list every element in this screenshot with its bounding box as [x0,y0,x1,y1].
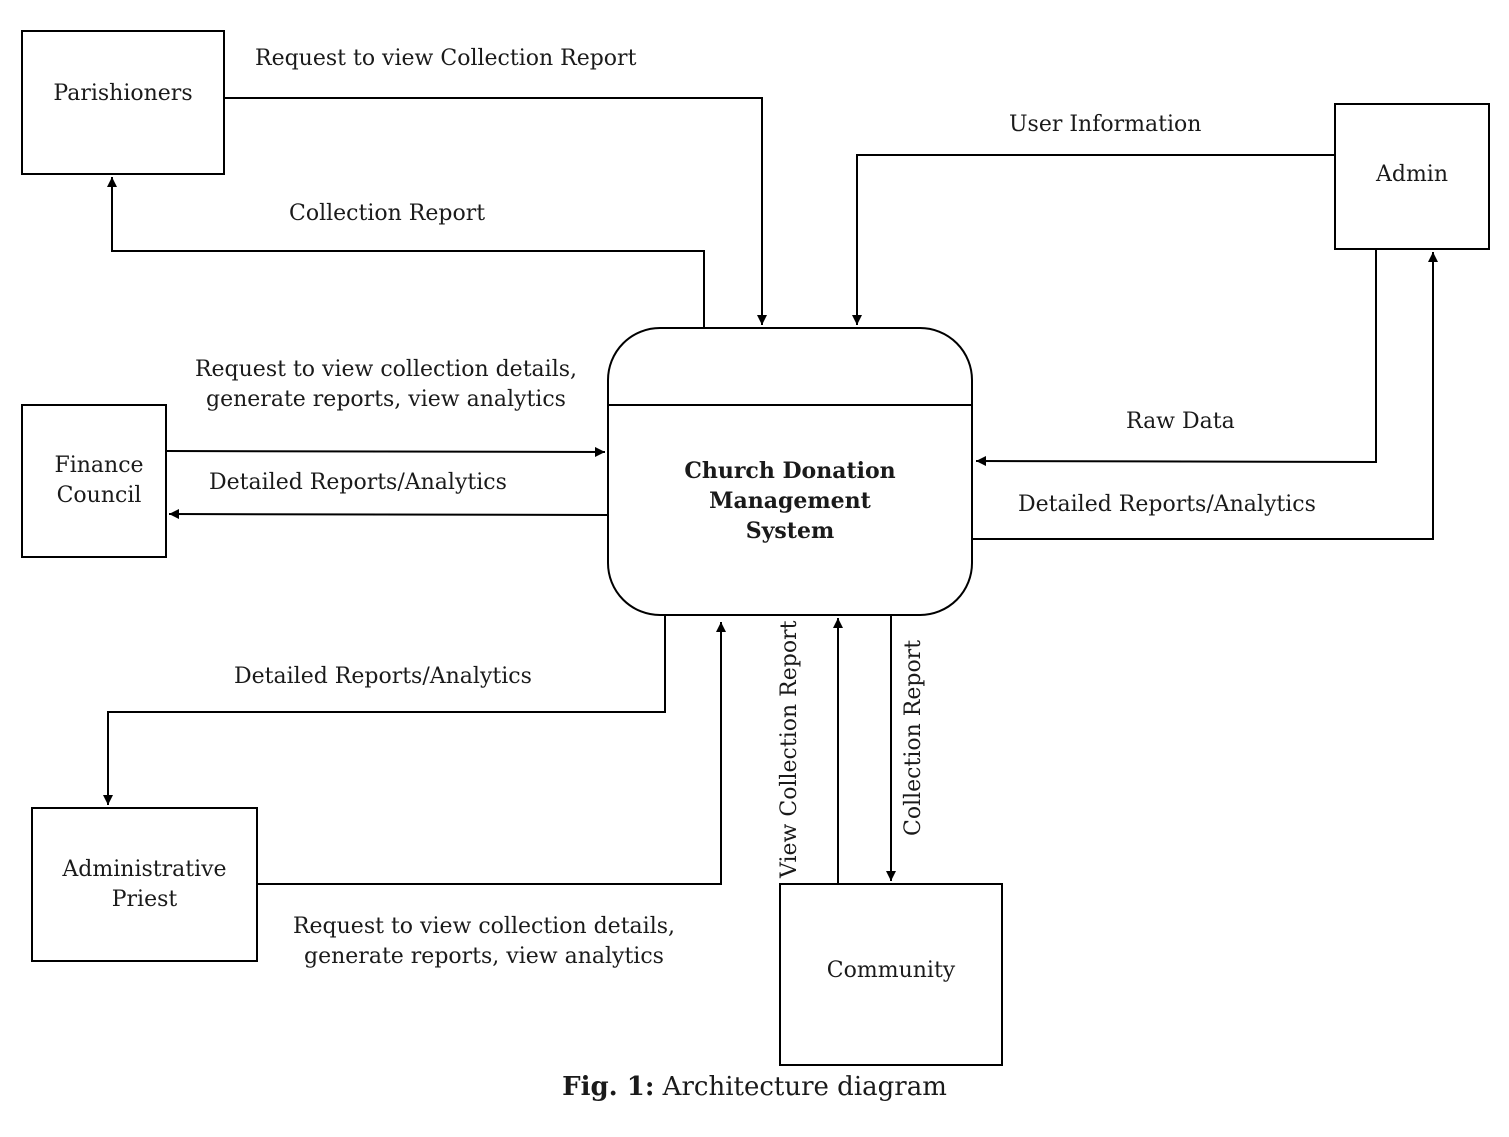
finance-council-line2: Council [56,483,142,508]
finance-request-label: Request to view collection details, gene… [186,355,586,415]
admin-user-info-label: User Information [1009,112,1202,137]
priest-reports-arrow [103,615,666,805]
admin-label: Admin [1375,162,1449,187]
priest-request-label: Request to view collection details, gene… [284,912,684,972]
parishioners-request-arrow [224,97,767,325]
priest-request-arrow [257,622,726,885]
admin-raw-data-label: Raw Data [1126,409,1235,434]
figure-caption-label: Fig. 1: [562,1072,655,1102]
finance-council-line1: Finance [54,453,144,478]
parishioners-label: Parishioners [53,81,193,106]
admin-user-info-arrow [852,154,1335,325]
community-box [779,883,1003,1066]
administrative-priest-line1: Administrative [62,857,227,882]
finance-council-label: Finance Council [22,451,176,511]
community-view-label: View Collection Report [777,620,802,878]
admin-reports-arrow [972,252,1438,540]
figure-caption-text: Architecture diagram [654,1072,947,1102]
administrative-priest-label: Administrative Priest [32,855,257,915]
system-title: Church Donation Management System [608,456,972,546]
parishioners-report-label: Collection Report [289,201,486,226]
parishioners-box [21,30,225,175]
finance-request-line1: Request to view collection details, [194,357,578,382]
finance-reports-arrow [168,509,609,520]
finance-reports-label: Detailed Reports/Analytics [209,470,507,495]
admin-box [1334,103,1490,250]
priest-reports-label: Detailed Reports/Analytics [234,664,532,689]
finance-request-line2: generate reports, view analytics [206,387,566,412]
finance-request-arrow [165,446,606,457]
system-process-box [607,327,973,616]
administrative-priest-line2: Priest [111,887,178,912]
administrative-priest-box [31,807,258,962]
priest-request-line1: Request to view collection details, [292,914,676,939]
parishioners-report-arrow [107,177,705,328]
priest-request-line2: generate reports, view analytics [304,944,664,969]
finance-council-box [21,404,167,558]
system-title-line2: System [745,518,835,544]
community-report-label: Collection Report [901,639,926,836]
admin-raw-data-arrow [975,249,1377,467]
system-title-line1: Church Donation Management [684,458,896,514]
community-label: Community [826,958,956,983]
admin-reports-label: Detailed Reports/Analytics [1018,492,1316,517]
parishioners-request-label: Request to view Collection Report [255,46,637,71]
figure-caption: Fig. 1: Architecture diagram [0,1070,1509,1104]
